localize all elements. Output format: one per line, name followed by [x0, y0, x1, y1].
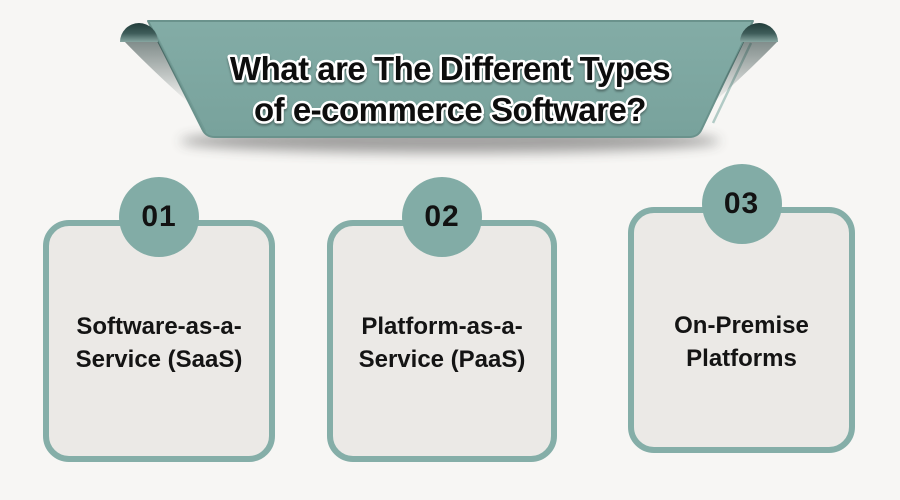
banner-title-line2: of e-commerce Software?: [254, 91, 646, 128]
card-number: 01: [141, 200, 177, 233]
card-label: Software-as-a- Service (SaaS): [49, 310, 269, 376]
card-saas: 01 Software-as-a- Service (SaaS): [43, 177, 275, 462]
ribbon-curl-right: [740, 23, 778, 42]
card-number-badge: 01: [119, 177, 199, 257]
ribbon-curl-shadow-left: [124, 41, 190, 104]
card-label: Platform-as-a- Service (PaaS): [333, 310, 551, 376]
ribbon-shade-left: [151, 29, 207, 133]
card-on-premise: 03 On-Premise Platforms: [628, 164, 855, 453]
card-label-line: Platforms: [686, 345, 797, 372]
card-label: On-Premise Platforms: [634, 309, 849, 375]
card-label-line: Service (SaaS): [75, 346, 243, 373]
card-label-line: On-Premise: [674, 312, 809, 339]
banner-ribbon: What are The Different Types of e-commer…: [120, 20, 778, 153]
card-number: 02: [424, 200, 460, 233]
card-number: 03: [723, 187, 760, 220]
card-paas: 02 Platform-as-a- Service (PaaS): [327, 177, 557, 462]
ribbon-curl-left: [120, 23, 158, 42]
card-label-line: Service (PaaS): [358, 346, 526, 373]
card-label-line: Platform-as-a-: [361, 313, 523, 340]
card-number-badge: 02: [402, 177, 482, 257]
banner-title-line1: What are The Different Types: [230, 50, 670, 87]
ribbon-body: [147, 20, 754, 138]
ribbon-curl-shadow-right: [712, 41, 778, 104]
card-label-line: Software-as-a-: [76, 313, 242, 340]
card-number-badge: 03: [701, 164, 782, 244]
